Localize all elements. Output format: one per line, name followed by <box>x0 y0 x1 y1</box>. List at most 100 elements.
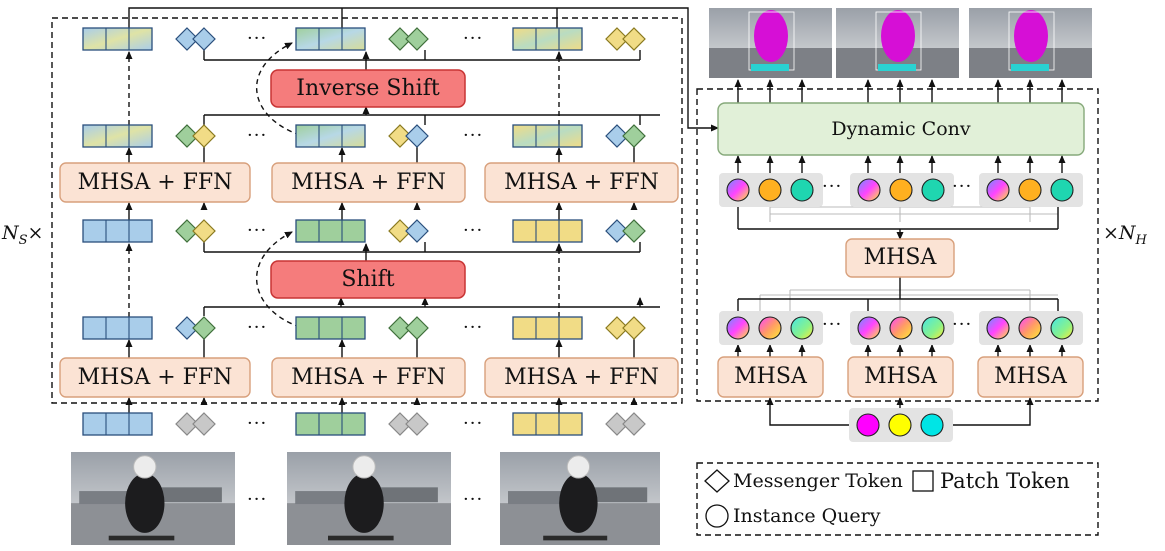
instance-query-token <box>857 316 881 340</box>
inverse-shift-block <box>270 69 466 108</box>
mhsa-ffn-block <box>271 162 466 203</box>
messenger-token <box>622 219 646 243</box>
patch-token-group-2 <box>512 412 583 436</box>
transformer-stack-frame <box>51 17 683 404</box>
token-row-ellipsis: ··· <box>247 317 268 338</box>
messenger-token <box>405 316 429 340</box>
photo-person <box>344 473 384 533</box>
instance-query-token <box>889 316 913 340</box>
photo-face-mask <box>133 455 157 479</box>
instance-query-token <box>1050 178 1074 202</box>
instance-query-token <box>921 316 945 340</box>
mhsa-label: MHSA <box>994 364 1067 389</box>
messenger-token <box>605 219 629 243</box>
messenger-token <box>622 412 646 436</box>
messenger-token <box>388 27 412 51</box>
photo-face-mask <box>566 455 591 479</box>
nh-repeat-label-part: N <box>1118 222 1136 244</box>
messenger-token <box>605 412 629 436</box>
messenger-token <box>605 124 629 148</box>
patch-token-group-0 <box>82 412 153 436</box>
foreground-layer <box>59 8 1092 545</box>
photo-building <box>372 487 438 503</box>
nh-repeat-label-part: × <box>1103 222 1119 244</box>
patch-token-group-2 <box>512 27 583 51</box>
query-ellipsis: ··· <box>952 176 973 197</box>
messenger-token <box>192 316 216 340</box>
mhsa-ffn-label: MHSA + FFN <box>77 365 233 390</box>
instance-query-token <box>1050 316 1074 340</box>
messenger-token <box>405 124 429 148</box>
mhsa-ffn-label: MHSA + FFN <box>291 170 446 195</box>
input-frame-1 <box>71 452 235 545</box>
photo-skateboard <box>328 535 394 541</box>
dynamic-conv-block <box>717 102 1085 156</box>
messenger-token <box>175 124 199 148</box>
instance-query-token <box>920 413 944 437</box>
patch-token-group-1 <box>295 219 366 243</box>
messenger-token <box>622 316 646 340</box>
photo-person <box>125 473 165 533</box>
legend-square-icon <box>912 470 934 492</box>
patch-token-group-0 <box>82 316 153 340</box>
input-frame-2 <box>287 452 451 545</box>
photo-segment-mask <box>1014 10 1048 62</box>
mhsa-ffn-block <box>484 357 679 398</box>
photo-face-mask <box>352 455 376 479</box>
patch-token-group-2 <box>512 124 583 148</box>
messenger-token <box>405 219 429 243</box>
token-row-ellipsis: ··· <box>463 125 484 146</box>
instance-query-token <box>726 178 750 202</box>
patch-token-group-2 <box>512 316 583 340</box>
patch-token-group-1 <box>295 316 366 340</box>
instance-query-token <box>986 178 1010 202</box>
ns-repeat-label: NS× <box>2 222 43 248</box>
mhsa-block-2 <box>977 356 1084 398</box>
feature-feed-line <box>128 7 719 132</box>
mhsa-label: MHSA <box>864 364 937 389</box>
token-row-ellipsis: ··· <box>463 413 484 434</box>
instance-query-token <box>758 178 782 202</box>
photo-board-mask <box>751 64 789 71</box>
photo-board-mask <box>1011 64 1049 71</box>
photo-skateboard <box>108 535 175 541</box>
photo-building <box>583 487 648 503</box>
mhsa-ffn-block <box>59 162 251 203</box>
ns-repeat-label-part: S <box>18 232 28 248</box>
photo-building <box>156 487 222 503</box>
output-frame-2 <box>836 8 959 78</box>
shift-label: Shift <box>341 267 395 292</box>
patch-token-group-0 <box>82 219 153 243</box>
instance-query-token <box>1018 316 1042 340</box>
shift-block <box>270 260 466 299</box>
messenger-token <box>175 219 199 243</box>
mhsa-label: MHSA <box>863 245 937 270</box>
mhsa-block-1 <box>847 356 954 398</box>
query-ellipsis: ··· <box>822 176 843 197</box>
photo-segment-mask <box>754 10 788 62</box>
instance-query-token <box>790 178 814 202</box>
mhsa-ffn-label: MHSA + FFN <box>291 365 446 390</box>
instance-query-token <box>758 316 782 340</box>
query-ellipsis: ··· <box>822 314 843 335</box>
shift-curve-arrow <box>255 231 301 328</box>
mhsa-block-0 <box>717 356 824 398</box>
messenger-token <box>388 219 412 243</box>
messenger-token <box>405 27 429 51</box>
messenger-token <box>622 124 646 148</box>
messenger-token <box>192 124 216 148</box>
messenger-token <box>175 27 199 51</box>
patch-token-group-0 <box>82 27 153 51</box>
output-frame-1 <box>709 8 832 78</box>
messenger-token <box>605 27 629 51</box>
instance-query-token <box>986 316 1010 340</box>
nh-repeat-label: ×NH <box>1103 222 1147 248</box>
mhsa-ffn-block <box>59 357 251 398</box>
token-row-ellipsis: ··· <box>463 220 484 241</box>
mhsa-ffn-block <box>484 162 679 203</box>
token-row-ellipsis: ··· <box>463 28 484 49</box>
messenger-token <box>388 316 412 340</box>
legend-messenger-token: Messenger Token <box>733 470 903 492</box>
